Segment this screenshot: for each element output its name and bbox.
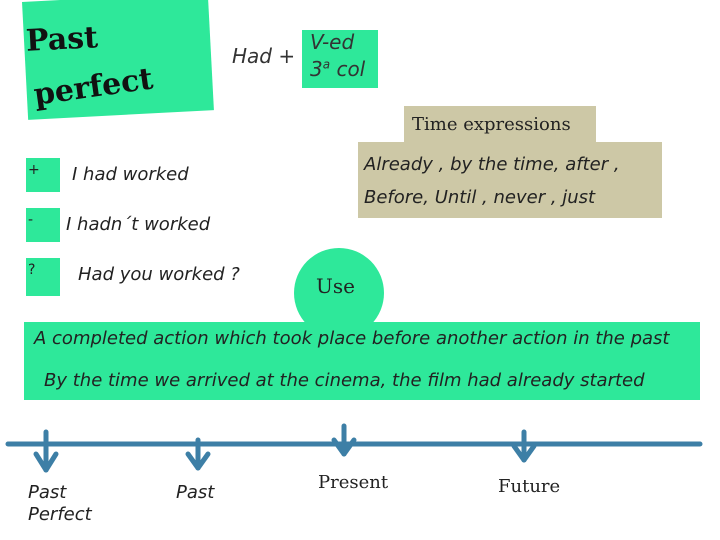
timeline-future: Future bbox=[498, 476, 561, 497]
positive-symbol: + bbox=[28, 162, 40, 178]
arrow-future-icon bbox=[511, 429, 537, 463]
time-expressions-box bbox=[358, 142, 662, 218]
formula-sup: a bbox=[322, 57, 331, 72]
negative-symbol: - bbox=[28, 212, 34, 228]
use-example: By the time we arrived at the cinema, th… bbox=[44, 370, 645, 391]
formula-v-ed: V-ed bbox=[310, 30, 355, 54]
timeline-present: Present bbox=[318, 472, 389, 493]
use-label: Use bbox=[316, 274, 355, 298]
negative-symbol-box: - bbox=[26, 208, 60, 242]
question-symbol-box: ? bbox=[26, 258, 60, 296]
arrow-present-icon bbox=[331, 423, 357, 457]
use-definition: A completed action which took place befo… bbox=[34, 328, 670, 349]
time-expressions-heading: Time expressions bbox=[412, 114, 571, 135]
positive-example: I had worked bbox=[68, 162, 193, 187]
time-expressions-tab bbox=[404, 106, 596, 144]
timeline-past: Past bbox=[176, 482, 215, 503]
time-expressions-line1: Already , by the time, after , bbox=[364, 154, 620, 175]
question-symbol: ? bbox=[28, 262, 36, 278]
question-example: Had you worked ? bbox=[74, 262, 244, 287]
timeline bbox=[5, 423, 703, 473]
formula-col: col bbox=[330, 57, 366, 81]
timeline-past-perfect-line2: Perfect bbox=[28, 504, 92, 525]
formula-had: Had + bbox=[232, 44, 296, 68]
timeline-past-perfect-line1: Past bbox=[28, 482, 67, 503]
positive-symbol-box: + bbox=[26, 158, 60, 192]
formula-3: 3 bbox=[310, 57, 323, 81]
negative-example: I hadn´t worked bbox=[62, 212, 215, 237]
arrow-past-icon bbox=[185, 437, 211, 471]
use-box bbox=[24, 322, 700, 400]
formula-box bbox=[302, 30, 378, 88]
arrow-past-perfect-icon bbox=[33, 429, 59, 473]
title-past: Past bbox=[25, 20, 99, 59]
formula-third-column: 3a col bbox=[310, 57, 365, 81]
time-expressions-line2: Before, Until , never , just bbox=[364, 187, 596, 208]
